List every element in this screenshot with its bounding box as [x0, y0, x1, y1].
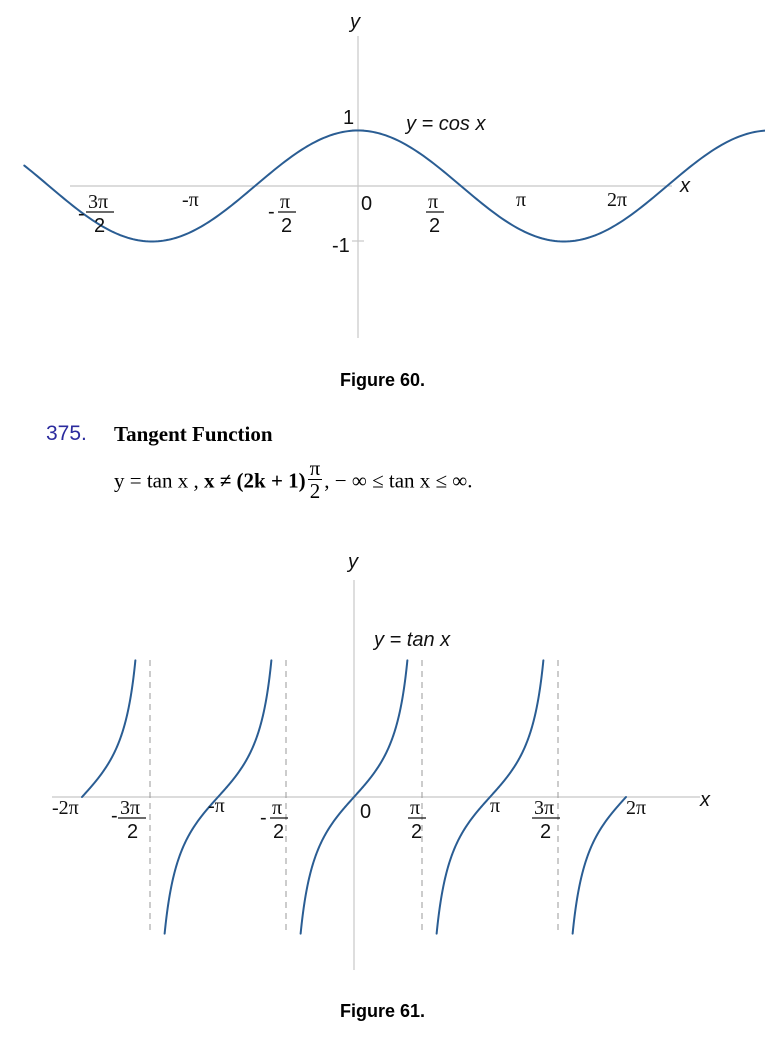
curve-label: y = cos x: [404, 113, 486, 135]
tangent-branch: [571, 796, 627, 935]
x-tick-label-3pi-over-2: 3π 2: [532, 797, 560, 843]
svg-text:2: 2: [429, 215, 440, 237]
x-tick-label-minus-pi: -π: [182, 189, 199, 211]
curve-label: y = tan x: [372, 629, 451, 651]
x-tick-label-2pi: 2π: [626, 797, 646, 819]
formula-part-3: , − ∞ ≤ tan x ≤ ∞.: [324, 468, 473, 493]
x-tick-label-minus-pi-over-2: - π 2: [260, 797, 288, 843]
svg-text:π: π: [410, 797, 420, 819]
cosine-curve: [23, 129, 765, 243]
svg-text:-: -: [268, 201, 275, 223]
svg-text:π: π: [272, 797, 282, 819]
section-title: Tangent Function: [114, 422, 273, 446]
y-axis-label: y: [348, 11, 361, 33]
x-tick-label-minus-3pi-over-2: - 3π 2: [111, 797, 146, 843]
svg-text:3π: 3π: [88, 191, 108, 213]
x-tick-label-minus-pi-over-2: - π 2: [268, 191, 296, 237]
cosine-graph: y x y = cos x 1 -1 - 3π 2 -π - π 2 0 π 2…: [23, 11, 765, 338]
section-375: 375. Tangent Function y = tan x , x ≠ (2…: [46, 422, 726, 522]
x-axis-label: x: [699, 789, 711, 811]
svg-text:2: 2: [540, 821, 551, 843]
x-tick-label-minus-2pi: -2π: [52, 797, 79, 819]
formula-part-2: x ≠ (2k + 1): [204, 468, 306, 493]
x-tick-label-0: 0: [360, 801, 371, 823]
svg-text:3π: 3π: [120, 797, 140, 819]
asymptotes: [149, 660, 559, 934]
x-tick-label-pi-over-2: π 2: [408, 797, 426, 843]
svg-text:2: 2: [127, 821, 138, 843]
tangent-branch: [163, 659, 273, 935]
section-number: 375.: [46, 422, 87, 445]
x-tick-label-pi-over-2: π 2: [426, 191, 444, 237]
x-tick-label-minus-3pi-over-2: - 3π 2: [78, 191, 114, 237]
x-tick-label-2pi: 2π: [607, 189, 627, 211]
y-tick-label-1: 1: [343, 107, 354, 129]
svg-text:2: 2: [281, 215, 292, 237]
x-tick-label-pi: π: [516, 189, 526, 211]
x-tick-label-pi: π: [490, 795, 500, 817]
svg-text:-: -: [111, 805, 118, 827]
tangent-curve: [81, 659, 627, 935]
x-tick-label-0: 0: [361, 193, 372, 215]
figure-60-caption: Figure 60.: [339, 370, 426, 390]
x-tick-label-minus-pi: -π: [208, 795, 225, 817]
formula-part-1: y = tan x ,: [114, 468, 199, 493]
y-axis-label: y: [346, 551, 359, 573]
svg-text:π: π: [428, 191, 438, 213]
x-axis-label: x: [679, 175, 691, 197]
tangent-graph: y x y = tan x -2π - 3π 2 -π - π 2 0 π 2 …: [52, 551, 711, 970]
svg-text:2: 2: [94, 215, 105, 237]
svg-text:2: 2: [411, 821, 422, 843]
svg-text:-: -: [260, 807, 267, 829]
svg-text:-: -: [78, 203, 85, 225]
formula-fraction-denominator: 2: [309, 479, 321, 503]
tangent-branch: [81, 659, 137, 798]
svg-text:π: π: [280, 191, 290, 213]
figure-61-caption: Figure 61.: [339, 1001, 426, 1021]
svg-text:3π: 3π: [534, 797, 554, 819]
svg-text:2: 2: [273, 821, 284, 843]
y-tick-label-minus-1: -1: [332, 235, 350, 257]
tangent-branch: [299, 659, 409, 935]
tangent-branch: [435, 659, 545, 935]
formula-fraction-numerator: π: [307, 456, 323, 480]
